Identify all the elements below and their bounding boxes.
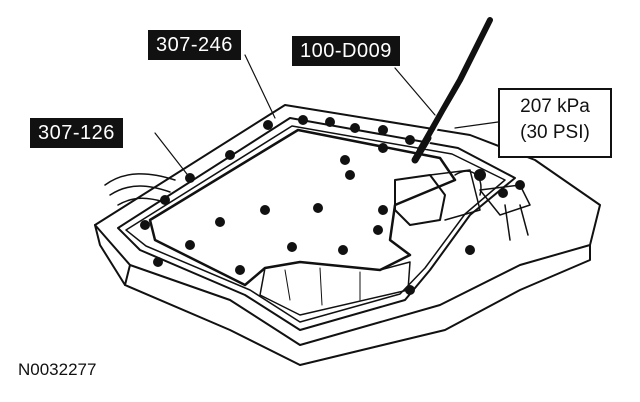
solenoid-assembly xyxy=(394,174,446,226)
gauge-hose xyxy=(417,17,493,153)
connector-bracket xyxy=(479,184,531,216)
leader-100-D009 xyxy=(394,67,436,116)
tool-label-100-D009: 100-D009 xyxy=(292,36,400,66)
tool-label-307-246: 307-246 xyxy=(148,30,241,60)
pressure-psi: (30 PSI) xyxy=(520,122,590,143)
pressure-kpa: 207 kPa xyxy=(520,96,590,117)
bolts xyxy=(140,115,525,295)
transmission-case-outline xyxy=(94,104,601,346)
leader-307-246 xyxy=(244,54,276,119)
figure-id: N0032277 xyxy=(18,360,97,379)
gasket-flange xyxy=(117,117,516,331)
pressure-callout: 207 kPa (30 PSI) xyxy=(498,88,612,158)
pan-interior xyxy=(259,261,411,316)
case-lower-edge xyxy=(124,244,591,366)
leader-pressure xyxy=(454,121,499,129)
tool-label-307-126: 307-126 xyxy=(30,118,123,148)
valve-body-plate xyxy=(148,128,457,287)
leader-307-126 xyxy=(154,132,191,179)
